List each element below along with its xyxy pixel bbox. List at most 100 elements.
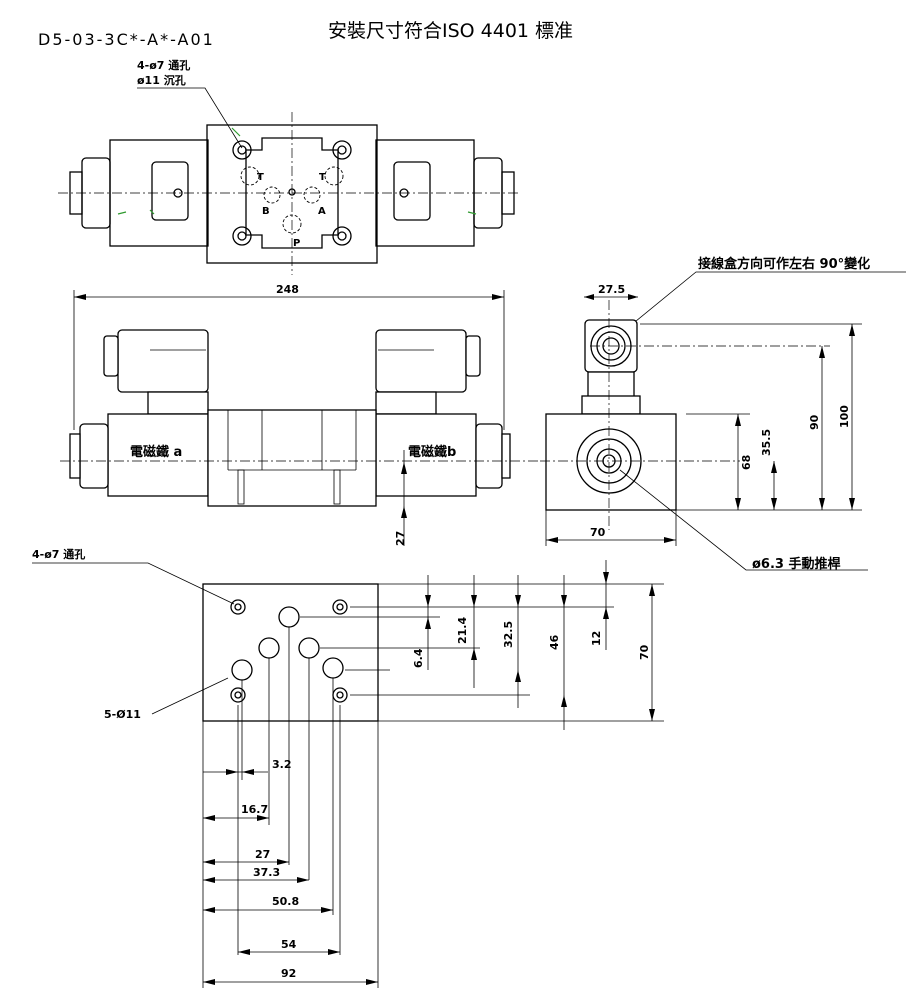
port-hole-b	[298, 637, 320, 659]
arrow	[425, 617, 431, 629]
dim-27-arrow-bottom	[401, 506, 407, 518]
right-coil-screw	[399, 188, 409, 198]
dim-12-label: 12	[590, 631, 603, 646]
dim-3-2-label: 3.2	[272, 758, 292, 771]
dim-92-label: 92	[281, 967, 296, 980]
dim-100-label: 100	[838, 405, 851, 428]
dim-35-5-arrow-top	[771, 461, 777, 473]
side-body	[545, 413, 677, 511]
dim-68-arrow-top	[735, 414, 741, 426]
left-coil-cover	[151, 161, 189, 221]
mounting-hole	[337, 145, 347, 155]
arrow	[297, 877, 309, 883]
dim-68-arrow-bottom	[735, 498, 741, 510]
connector-note-leader	[629, 271, 906, 327]
model-number: D5-03-3C*-A*-A01	[38, 30, 215, 49]
dim-54-label: 54	[281, 938, 297, 951]
mounting-hole-note: 4-ø7 通孔	[32, 548, 85, 561]
port-hole-t2	[322, 657, 344, 679]
right-nut	[475, 423, 503, 489]
front-view: 248 電磁鐵 a 電磁鐵b 27	[60, 283, 540, 546]
arrow	[277, 859, 289, 865]
arrow	[471, 595, 477, 607]
center-pin	[288, 188, 296, 196]
dim-70-label: 70	[590, 526, 606, 539]
port-label-p: P	[293, 238, 300, 249]
side-view: 接線盒方向可作左右 90°變化 27.5 70	[540, 256, 906, 572]
left-connector-neck	[147, 391, 209, 415]
arrow	[257, 815, 269, 821]
left-end-cap	[69, 171, 83, 215]
dim-90-label: 90	[808, 414, 821, 430]
left-connector-plug	[103, 335, 119, 377]
port-a	[303, 186, 321, 204]
valve-body-front	[207, 409, 377, 507]
mounting-face: 4-ø7 通孔 5-Ø11 6.4 21.4	[32, 548, 664, 988]
bolt-hole-inner	[336, 691, 344, 699]
mounting-hole	[232, 226, 252, 246]
right-connector-box	[375, 329, 467, 393]
solenoid-a-label: 電磁鐵 a	[130, 444, 182, 460]
dim-248-arrow-right	[492, 294, 504, 300]
mounting-holes	[232, 140, 352, 246]
arrow	[328, 949, 340, 955]
pin-right	[333, 469, 341, 505]
port-hole-p	[231, 659, 253, 681]
dim-46-label: 46	[548, 634, 561, 650]
right-end-cap	[501, 171, 515, 215]
arrow	[226, 769, 238, 775]
mounting-plate	[202, 583, 379, 722]
right-connector-plug	[465, 335, 481, 377]
right-cap	[501, 433, 511, 479]
hole-leader	[137, 87, 243, 149]
port-label-t-left: T	[257, 172, 264, 183]
arrow	[366, 979, 378, 985]
dim-27-5-label: 27.5	[598, 283, 625, 296]
arrow	[203, 815, 215, 821]
port-hole-a	[258, 637, 280, 659]
bolt-hole	[230, 599, 246, 615]
pin-left	[237, 469, 245, 505]
right-connector-neck	[375, 391, 437, 415]
top-view: 4-ø7 通孔 ø11 沉孔	[58, 59, 520, 275]
mounting-hole-leader	[32, 562, 235, 605]
mounting-hole	[332, 140, 352, 160]
dim-68-label: 68	[740, 455, 753, 470]
arrow	[321, 907, 333, 913]
arrow	[203, 877, 215, 883]
right-coil-cover	[393, 161, 431, 221]
port-label-a: A	[318, 206, 326, 217]
port-hole-t	[278, 606, 300, 628]
dim-27-5-arrow-left	[584, 294, 594, 300]
solenoid-b-label: 電磁鐵b	[408, 444, 456, 460]
dim-248-label: 248	[276, 283, 299, 296]
bolt-hole	[332, 599, 348, 615]
dim-16-7-label: 16.7	[241, 803, 268, 816]
mounting-hole	[237, 145, 247, 155]
dim-100-arrow-bottom	[849, 498, 855, 510]
dim-37-3-label: 37.3	[253, 866, 280, 879]
dim-27-arrow-top	[401, 462, 407, 474]
port-t-left	[240, 166, 260, 186]
arrow	[561, 695, 567, 707]
dim-35-5-label: 35.5	[760, 429, 773, 456]
dim-248-arrow-left	[74, 294, 86, 300]
dim-100-arrow-top	[849, 324, 855, 336]
bolt-hole	[230, 687, 246, 703]
mounting-hole	[337, 231, 347, 241]
dim-32-5-label: 32.5	[502, 621, 515, 648]
hole-note-counterbore: ø11 沉孔	[137, 73, 186, 87]
connector-rotation-note: 接線盒方向可作左右 90°變化	[698, 256, 870, 272]
dim-70-arrow-right	[664, 537, 676, 543]
mounting-hole	[237, 231, 247, 241]
arrow	[603, 607, 609, 619]
dim-90-arrow-bottom	[819, 498, 825, 510]
connector-base	[581, 395, 641, 415]
port-b	[263, 186, 281, 204]
port-label-b: B	[262, 206, 270, 217]
arrow	[203, 979, 215, 985]
dim-50-8-label: 50.8	[272, 895, 299, 908]
standard-title: 安裝尺寸符合ISO 4401 標准	[328, 20, 573, 42]
left-cap	[69, 433, 81, 479]
arrow	[649, 584, 655, 596]
